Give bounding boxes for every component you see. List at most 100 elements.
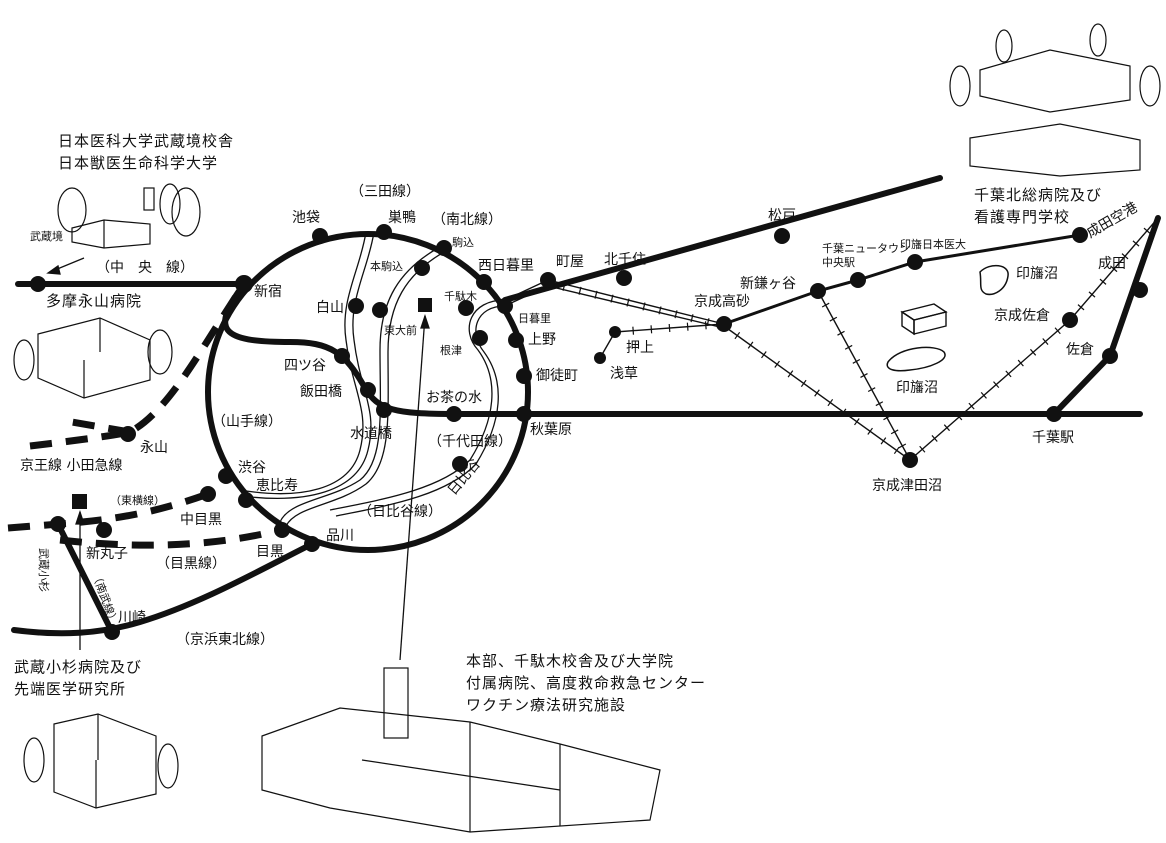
station-dot-sendagi[interactable] (458, 300, 474, 316)
musashisakai-campus-illustration (57, 183, 201, 249)
station-dot-shibuya[interactable] (218, 468, 234, 484)
station-dot-sugamo[interactable] (376, 224, 392, 240)
nichiju-label[interactable]: 日本獣医生命科学大学 (58, 154, 218, 172)
station-dot-chiba-nt[interactable] (850, 272, 866, 288)
keisei-tick (852, 358, 861, 364)
hq-label-2[interactable]: 付属病院、高度救命救急センター (466, 674, 706, 692)
keisei-tick (844, 344, 853, 350)
musashikosugi-sta-label: 武蔵小杉 (37, 548, 51, 592)
musashisakai-label: 武蔵境 (30, 229, 63, 243)
station-dot-ebisu[interactable] (238, 492, 254, 508)
nakameguro-label: 中目黒 (180, 512, 222, 528)
keisei-tick (1143, 227, 1151, 234)
keisei-sakura (909, 217, 1159, 461)
station-dot-meguro[interactable] (274, 522, 290, 538)
station-dot-shinkamagaya[interactable] (810, 283, 826, 299)
inbanuma-lake-north (979, 264, 1009, 296)
keisei-tsudanuma-label: 京成津田沼 (872, 478, 942, 494)
station-dot-nagayama[interactable] (120, 426, 136, 442)
station-dot-narita[interactable] (1132, 282, 1148, 298)
station-dot-hibiya[interactable] (452, 456, 468, 472)
shibuya-label: 渋谷 (238, 460, 266, 476)
keisei-tick (956, 413, 963, 421)
chiyoda-line-label: （千代田線） (428, 434, 512, 450)
keisei-tick (632, 326, 635, 335)
station-dot-suidobashi[interactable] (376, 402, 392, 418)
station-dot-komagome[interactable] (436, 240, 452, 256)
hakusan-label: 白山 (316, 300, 344, 316)
musashikosugi-label-2[interactable]: 先端医学研究所 (14, 680, 126, 698)
station-dot-yotsuya[interactable] (334, 348, 350, 364)
musashikosugi-hospital-illustration (23, 713, 179, 809)
keisei-tick (854, 418, 860, 426)
chiba-hokuso-label-2[interactable]: 看護専門学校 (974, 208, 1070, 226)
station-dot-keisei-takasago[interactable] (716, 316, 732, 332)
hq-label-1[interactable]: 本部、千駄木校舎及び大学院 (466, 652, 674, 670)
hq-label-3[interactable]: ワクチン療法研究施設 (466, 696, 626, 714)
keisei-tick (1121, 253, 1129, 260)
musashikosugi-label-1[interactable]: 武蔵小杉病院及び (14, 658, 142, 676)
station-dot-okachimachi[interactable] (516, 368, 532, 384)
station-dot-ochanomizu[interactable] (446, 406, 462, 422)
keisei-tick (642, 302, 646, 311)
pointer-arrows (46, 257, 430, 661)
keisei-tick (706, 318, 710, 327)
musashisakai-campus-label[interactable]: 日本医科大学武蔵境校舎 (58, 132, 234, 150)
small-building-icon (900, 303, 948, 336)
mita-line-label: （三田線） (350, 184, 420, 200)
station-dots (30, 224, 1148, 640)
matsudo-label: 松戸 (768, 208, 796, 224)
station-dot-nippori[interactable] (497, 298, 513, 314)
chiba-hokuso-illustration (949, 23, 1161, 177)
keisei-tick (1088, 291, 1096, 298)
todaimae-label: 東大前 (384, 323, 417, 337)
station-dot-todaimae[interactable] (372, 302, 388, 318)
station-dot-shinjuku[interactable] (235, 275, 253, 293)
station-dot-keisei-tsudanuma[interactable] (902, 452, 918, 468)
station-dot-kawasaki[interactable] (104, 624, 120, 640)
station-dot-honkomagome[interactable] (414, 260, 430, 276)
hq-marker[interactable] (418, 298, 432, 312)
keisei-tick (829, 316, 838, 322)
station-dot-musashikosugi[interactable] (50, 516, 66, 532)
toyoko-line-label: （東横線） (110, 493, 165, 507)
line-labels: （中 央 線） （三田線） （南北線） （山手線） （千代田線） （日比谷線） … (20, 184, 512, 648)
nagayama-label: 永山 (140, 440, 168, 456)
station-dot-nakameguro[interactable] (200, 486, 216, 502)
chiba-eki-label: 千葉駅 (1032, 430, 1074, 446)
ikebukuro-label: 池袋 (292, 210, 320, 226)
keisei-tick (658, 306, 662, 315)
station-dot-machiya[interactable] (540, 272, 556, 288)
tama-nagayama-label[interactable]: 多摩永山病院 (46, 292, 142, 310)
station-dot-hakusan[interactable] (348, 298, 364, 314)
nezu-label: 根津 (440, 343, 462, 357)
tama-nagayama-hospital-illustration (13, 317, 173, 399)
station-dot-iidabashi[interactable] (360, 382, 376, 398)
chiba-hokuso-label-1[interactable]: 千葉北総病院及び (974, 186, 1102, 204)
station-dot-shinmaruko[interactable] (96, 522, 112, 538)
keisei-tick (704, 321, 707, 330)
tama-branch (59, 416, 131, 436)
station-dot-ikebukuro[interactable] (312, 228, 328, 244)
station-dot-asakusa[interactable] (594, 352, 606, 364)
station-dot-sakura[interactable] (1102, 348, 1118, 364)
kawasaki-label: 川崎 (118, 610, 146, 626)
hq-campus-illustration (261, 667, 661, 833)
station-dot-chiba-eki[interactable] (1046, 406, 1062, 422)
keisei-tick (1029, 348, 1037, 356)
station-dot-matsudo[interactable] (774, 228, 790, 244)
okachimachi-label: 御徒町 (536, 368, 578, 384)
station-dot-keisei-sakura[interactable] (1062, 312, 1078, 328)
station-dot-akihabara[interactable] (516, 406, 532, 422)
station-dot-kitasenju[interactable] (616, 270, 632, 286)
station-dot-ueno[interactable] (508, 332, 524, 348)
musashikosugi-marker[interactable] (72, 494, 87, 509)
nanboku-line-b (285, 251, 445, 527)
station-dot-oshiage[interactable] (609, 326, 621, 338)
station-dot-nezu[interactable] (472, 330, 488, 346)
station-dot-musashisakai[interactable] (30, 276, 46, 292)
station-dot-nishinippori[interactable] (476, 274, 492, 290)
station-dot-inba-nichi-idai[interactable] (907, 254, 923, 270)
station-dot-shinagawa[interactable] (304, 536, 320, 552)
station-dot-narita-airport[interactable] (1072, 227, 1088, 243)
